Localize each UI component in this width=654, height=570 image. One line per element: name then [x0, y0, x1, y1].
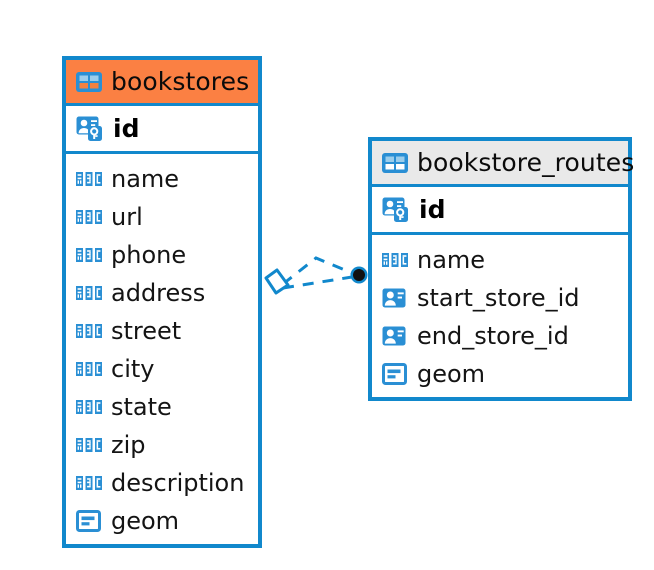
field-label: city [111, 355, 155, 383]
field-row[interactable]: address [66, 274, 258, 312]
entity-title: bookstores [111, 67, 250, 96]
field-label: name [417, 246, 486, 274]
text-type-icon [76, 210, 102, 224]
entity-header-bookstore-routes[interactable]: bookstore_routes [372, 141, 634, 187]
primary-key-icon [76, 116, 102, 141]
field-row[interactable]: end_store_id [372, 317, 628, 355]
field-label: address [111, 279, 206, 307]
filled-circle-marker[interactable] [350, 266, 368, 284]
table-icon [382, 152, 408, 173]
field-label: phone [111, 241, 187, 269]
field-row[interactable]: geom [372, 355, 628, 393]
relationship-line-end-store [282, 275, 353, 290]
entity-bookstores[interactable]: bookstores id [62, 56, 262, 548]
field-list: name url [66, 154, 258, 546]
field-row[interactable]: description [66, 464, 258, 502]
text-type-icon [76, 362, 102, 376]
field-row[interactable]: street [66, 312, 258, 350]
text-type-icon [76, 400, 102, 414]
field-label: zip [111, 431, 146, 459]
text-type-icon [76, 438, 102, 452]
text-type-icon [76, 172, 102, 186]
field-label: state [111, 393, 172, 421]
field-row[interactable]: geom [66, 502, 258, 540]
field-label: geom [417, 360, 486, 388]
foreign-key-icon [382, 288, 406, 308]
text-type-icon [76, 324, 102, 338]
field-label: start_store_id [417, 284, 580, 312]
primary-key-icon [382, 197, 408, 222]
foreign-key-icon [382, 326, 406, 346]
geometry-type-icon [76, 510, 101, 532]
field-label: geom [111, 507, 180, 535]
field-label: description [111, 469, 245, 497]
text-type-icon [76, 248, 102, 262]
entity-title: bookstore_routes [417, 148, 635, 177]
relationship-line-start-store [282, 256, 353, 286]
field-label: street [111, 317, 182, 345]
field-row[interactable]: start_store_id [372, 279, 628, 317]
diamond-marker[interactable] [264, 268, 290, 295]
table-icon [76, 71, 102, 92]
field-row[interactable]: name [66, 160, 258, 198]
primary-key-label: id [113, 114, 140, 143]
text-type-icon [76, 286, 102, 300]
entity-header-bookstores[interactable]: bookstores [66, 60, 258, 106]
text-type-icon [76, 476, 102, 490]
field-list: name start_store_id [372, 235, 628, 399]
primary-key-label: id [419, 195, 446, 224]
field-label: url [111, 203, 143, 231]
field-label: end_store_id [417, 322, 569, 350]
text-type-icon [382, 253, 408, 267]
field-row[interactable]: url [66, 198, 258, 236]
field-row[interactable]: city [66, 350, 258, 388]
field-row[interactable]: state [66, 388, 258, 426]
primary-key-row[interactable]: id [372, 187, 628, 235]
field-row[interactable]: phone [66, 236, 258, 274]
entity-bookstore-routes[interactable]: bookstore_routes id [368, 137, 634, 401]
primary-key-row[interactable]: id [66, 106, 258, 154]
field-label: name [111, 165, 180, 193]
field-row[interactable]: name [372, 241, 628, 279]
geometry-type-icon [382, 363, 407, 385]
field-row[interactable]: zip [66, 426, 258, 464]
